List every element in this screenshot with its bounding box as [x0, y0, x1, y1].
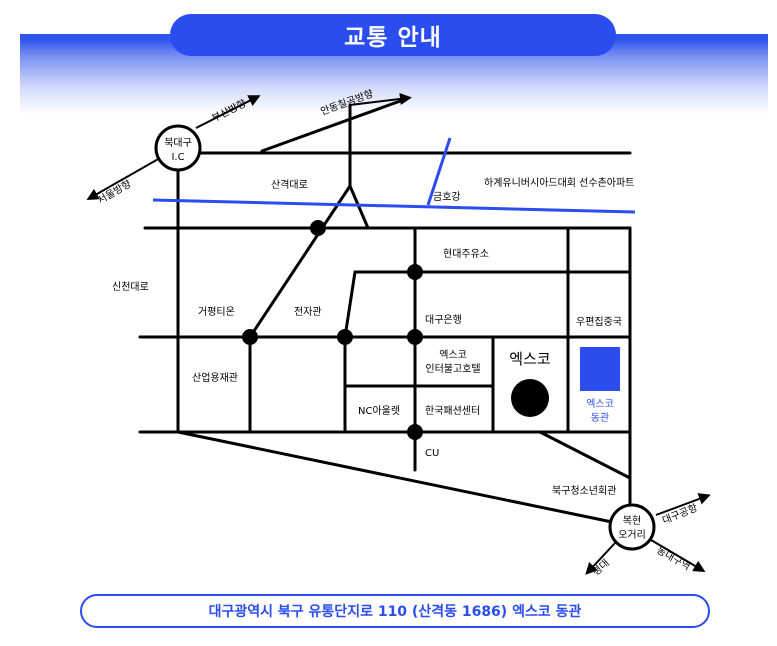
label-sincheon-daero: 신천대로: [112, 281, 149, 293]
label-daegu-bank: 대구은행: [425, 314, 462, 326]
label-sangyeok-daero: 산격대로: [271, 178, 308, 191]
river: [152, 137, 636, 214]
label-jeonjigwan: 전자관: [294, 306, 322, 318]
label-exco-hotel-2: 인터불고호텔: [425, 363, 480, 375]
label-geopyeong: 거평티온: [198, 306, 235, 318]
label-exco: 엑스코: [509, 350, 550, 368]
label-fashion-center: 한국패션센터: [425, 405, 480, 417]
label-hyundai-oil: 현대주유소: [443, 248, 489, 260]
label-exco-hotel-1: 엑스코: [439, 349, 467, 361]
label-nc-outlet: NC아울렛: [358, 405, 400, 417]
label-geumhogang: 금호강: [433, 191, 461, 203]
label-sanup-yongjae: 산업용재관: [192, 371, 238, 384]
buk-daegu-ic-label-1: 북대구: [164, 137, 192, 149]
title-banner: 교통 안내: [170, 14, 616, 56]
label-youth-center: 북구청소년회관: [552, 485, 616, 497]
bukhyeon-label-2: 오거리: [618, 529, 646, 541]
label-dongdaegu: 동대구역: [655, 544, 693, 573]
address-text: 대구광역시 북구 유통단지로 110 (산격동 1686) 엑스코 동관: [208, 604, 582, 620]
exco-marker: [511, 379, 549, 417]
direction-arrows: [86, 93, 711, 575]
bukhyeon-label-1: 복현: [623, 515, 641, 527]
buk-daegu-ic-label-2: I.C: [171, 152, 184, 163]
label-universiade: 하계유니버시아드대회 선수촌아파트: [484, 176, 634, 189]
address-banner: 대구광역시 북구 유통단지로 110 (산격동 1686) 엑스코 동관: [80, 594, 710, 628]
roads: [138, 98, 632, 524]
buk-daegu-ic-circle: [154, 124, 202, 172]
label-exco-east-2: 동관: [591, 412, 609, 424]
exco-east-marker: [580, 347, 620, 391]
page-title: 교통 안내: [344, 25, 442, 51]
label-busan: 부산방향: [210, 97, 248, 124]
label-post-office: 우편집중국: [576, 316, 622, 328]
label-cu: CU: [425, 448, 439, 459]
intersection-dots: [242, 220, 423, 440]
label-exco-east-1: 엑스코: [586, 398, 614, 410]
bukhyeon-ogeori-circle: [608, 503, 656, 551]
